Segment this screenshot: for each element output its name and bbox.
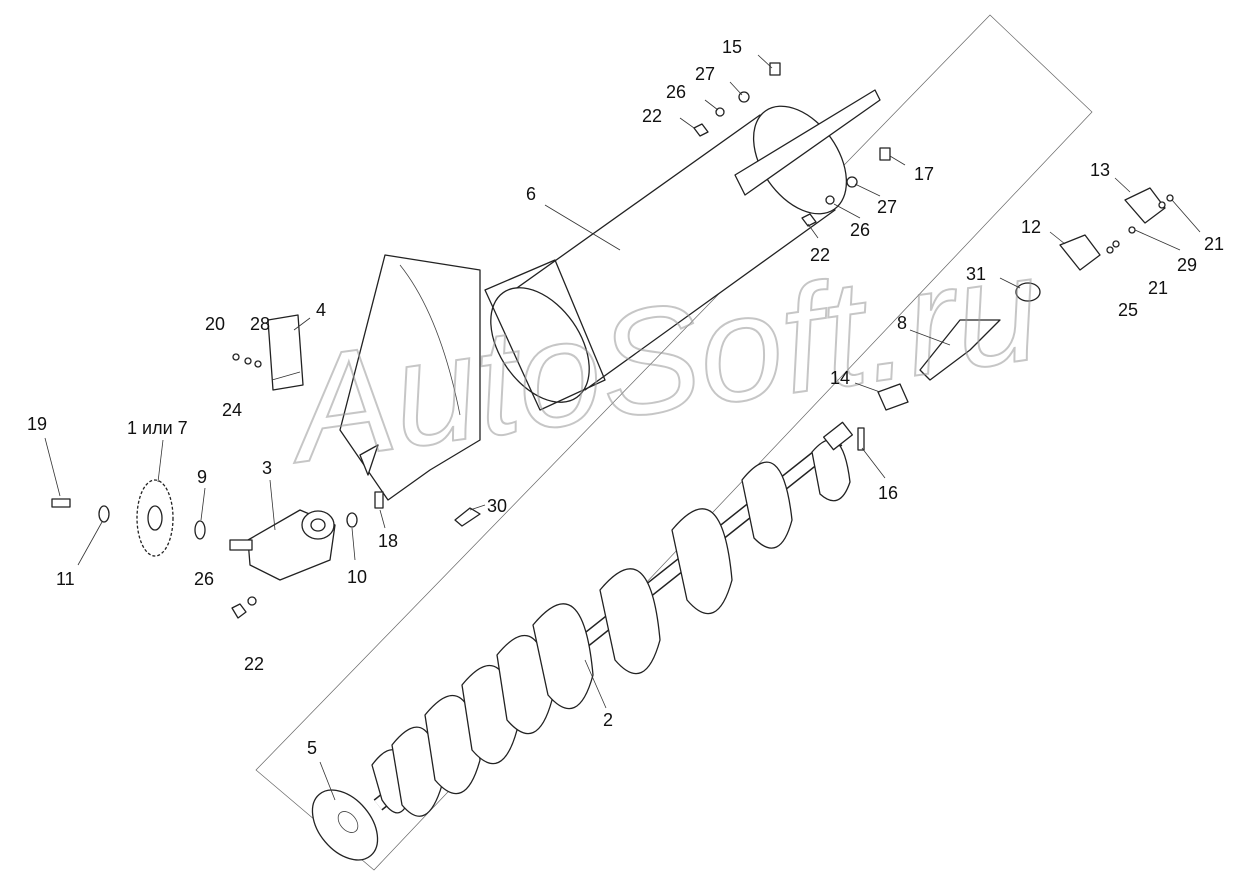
gearbox-part-3 — [229, 509, 336, 581]
callout-24: 24 — [222, 400, 242, 420]
callout-5: 5 — [307, 738, 317, 758]
sprocket-part-1-or-7 — [136, 479, 174, 557]
callout-26-left: 26 — [194, 569, 214, 589]
callout-10: 10 — [347, 567, 367, 587]
leader-lines — [44, 54, 1201, 801]
callout-9: 9 — [197, 467, 207, 487]
callout-26-right: 26 — [850, 220, 870, 240]
callout-31: 31 — [966, 264, 986, 284]
callout-21-lower: 21 — [1148, 278, 1168, 298]
callout-21-right: 21 — [1204, 234, 1224, 254]
auger-part-2 — [371, 421, 854, 817]
callout-29: 29 — [1177, 255, 1197, 275]
callout-15: 15 — [722, 37, 742, 57]
tube-part-6 — [484, 89, 881, 411]
small-hardware — [51, 62, 1174, 619]
callout-27-right: 27 — [877, 197, 897, 217]
callout-labels: 15 27 26 22 17 6 27 26 22 13 12 21 29 31… — [27, 37, 1224, 758]
callout-19: 19 — [27, 414, 47, 434]
callout-28: 28 — [250, 314, 270, 334]
callout-26-top: 26 — [666, 82, 686, 102]
housing-hood — [339, 254, 481, 501]
callout-25: 25 — [1118, 300, 1138, 320]
callout-2: 2 — [603, 710, 613, 730]
callout-4: 4 — [316, 300, 326, 320]
callout-18: 18 — [378, 531, 398, 551]
callout-1-or-7: 1 или 7 — [127, 418, 188, 438]
callout-11: 11 — [56, 569, 75, 589]
callout-13: 13 — [1090, 160, 1110, 180]
callout-3: 3 — [262, 458, 272, 478]
callout-22-right: 22 — [810, 245, 830, 265]
callout-6: 6 — [526, 184, 536, 204]
callout-27-top: 27 — [695, 64, 715, 84]
callout-22-top: 22 — [642, 106, 662, 126]
callout-12: 12 — [1021, 217, 1041, 237]
flange-part-5 — [311, 789, 379, 861]
callout-30: 30 — [487, 496, 507, 516]
callout-8: 8 — [897, 313, 907, 333]
callout-16: 16 — [878, 483, 898, 503]
callout-17: 17 — [914, 164, 934, 184]
callout-22-left: 22 — [244, 654, 264, 674]
callout-14: 14 — [830, 368, 850, 388]
callout-20: 20 — [205, 314, 225, 334]
